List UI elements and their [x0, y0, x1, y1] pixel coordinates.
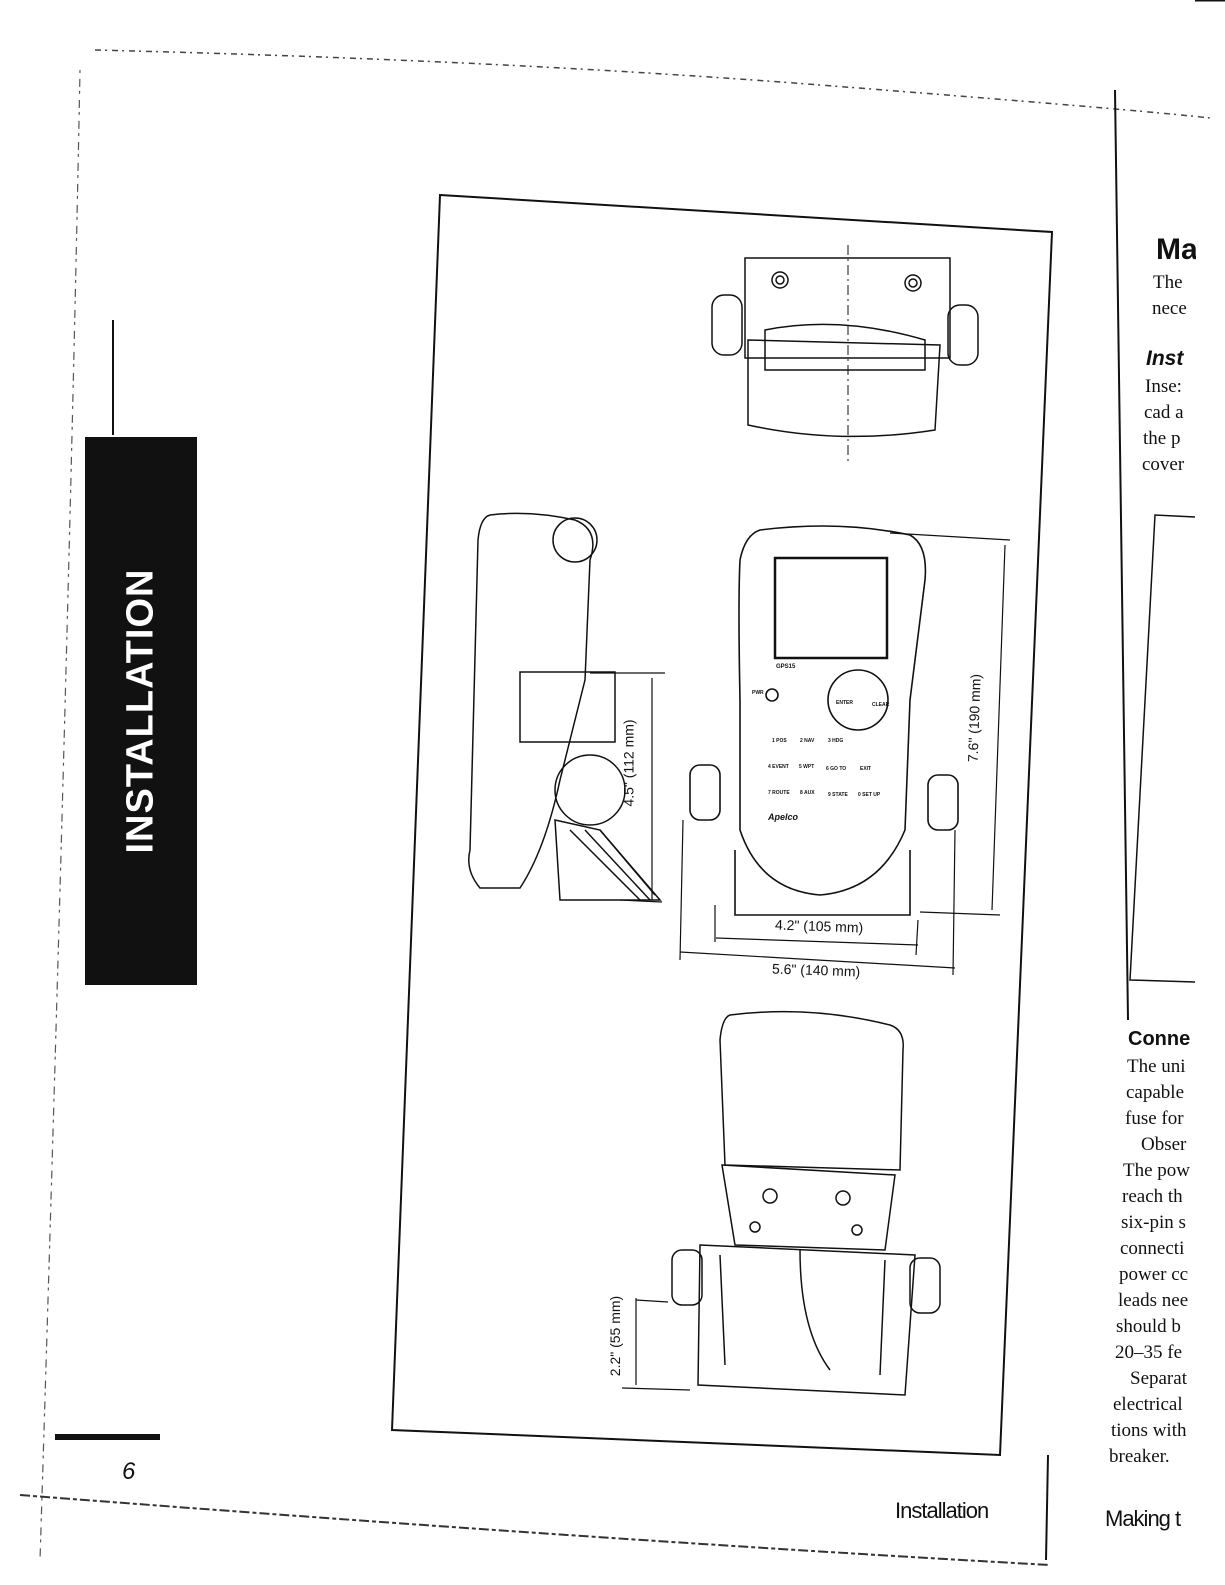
text-line: fuse for	[1125, 1108, 1184, 1129]
text-line: cover	[1142, 454, 1185, 475]
key-7: 7 ROUTE	[768, 790, 790, 796]
right-figure-frame	[1129, 514, 1196, 983]
dimension-width-bracket: 5.6" (140 mm)	[771, 960, 861, 980]
side-view-unit	[468, 512, 662, 901]
figure-frame	[390, 193, 1054, 1457]
top-view-bracket	[711, 245, 979, 465]
dimension-width-unit: 4.2" (105 mm)	[774, 916, 864, 936]
dimension-depth: 4.5" (112 mm)	[620, 719, 637, 807]
dimension-height-total: 7.6" (190 mm)	[964, 673, 984, 763]
text-line: breaker.	[1109, 1446, 1170, 1467]
key-enter: ENTER	[836, 700, 853, 706]
key-exit: EXIT	[860, 766, 872, 772]
running-head-right: Making t	[1105, 1506, 1181, 1531]
text-line: leads nee	[1118, 1290, 1189, 1311]
text-line: reach th	[1122, 1186, 1183, 1207]
depth-dimension-line	[590, 672, 665, 903]
model-label: GPS15	[776, 664, 796, 670]
key-3: 3 HDG	[828, 738, 844, 744]
brand-label: Apelco	[768, 812, 799, 822]
key-power: PWR	[752, 690, 764, 696]
key-0: 0 SET UP	[858, 792, 881, 798]
section-tab: INSTALLATION	[85, 437, 197, 985]
column-rule-bottom	[1045, 1454, 1049, 1561]
front-dimension-lines	[679, 532, 1011, 976]
page-number-bar	[55, 1434, 160, 1440]
heading-install: Inst	[1146, 347, 1184, 370]
section-tab-label: INSTALLATION	[119, 568, 162, 854]
scan-top-edge	[94, 49, 1211, 119]
text-line: Inse:	[1145, 376, 1182, 397]
text-line: the p	[1143, 428, 1181, 449]
bracket-height-dimension	[621, 1298, 691, 1391]
key-8: 8 AUX	[800, 790, 815, 796]
text-line: cad a	[1144, 402, 1184, 423]
column-rule	[1114, 89, 1129, 1021]
text-line: nece	[1152, 298, 1187, 319]
text-line: Obser	[1141, 1134, 1187, 1155]
page-number: 6	[122, 1458, 136, 1485]
text-line: Separat	[1130, 1368, 1187, 1389]
dimension-bracket-height: 2.2" (55 mm)	[607, 1295, 624, 1377]
key-6: 6 GO TO	[826, 766, 847, 772]
key-clear: CLEAR	[872, 702, 890, 708]
text-line: electrical	[1113, 1394, 1183, 1415]
text-line: 20–35 fe	[1115, 1342, 1183, 1363]
running-head-left: Installation	[895, 1498, 989, 1523]
heading-connect: Conne	[1128, 1028, 1191, 1050]
scan-bottom-edge	[19, 1494, 1051, 1566]
heading-main: Ma	[1156, 233, 1196, 266]
scan-left-edge	[39, 69, 81, 1561]
front-view-unit	[689, 525, 959, 916]
right-column-top: Ma The nece Inst Inse: cad a the p cover	[1100, 225, 1196, 1025]
bottom-view-bracket	[671, 1010, 941, 1396]
key-5: 5 WPT	[799, 764, 815, 770]
text-line: six-pin s	[1121, 1212, 1186, 1233]
right-column-bottom: Conne The uni capable fuse for Obser The…	[1100, 1022, 1196, 1472]
text-line: power cc	[1119, 1264, 1189, 1285]
text-line: The uni	[1127, 1056, 1186, 1077]
text-line: The pow	[1123, 1160, 1191, 1181]
text-line: connecti	[1120, 1238, 1185, 1259]
key-1: 1 POS	[772, 738, 787, 744]
text-line: The	[1153, 272, 1183, 293]
text-line: tions with	[1111, 1420, 1187, 1441]
text-line: capable	[1126, 1082, 1185, 1103]
key-4: 4 EVENT	[768, 764, 789, 770]
text-line: should b	[1116, 1316, 1181, 1337]
key-9: 9 STATE	[828, 792, 848, 798]
key-2: 2 NAV	[800, 738, 815, 744]
